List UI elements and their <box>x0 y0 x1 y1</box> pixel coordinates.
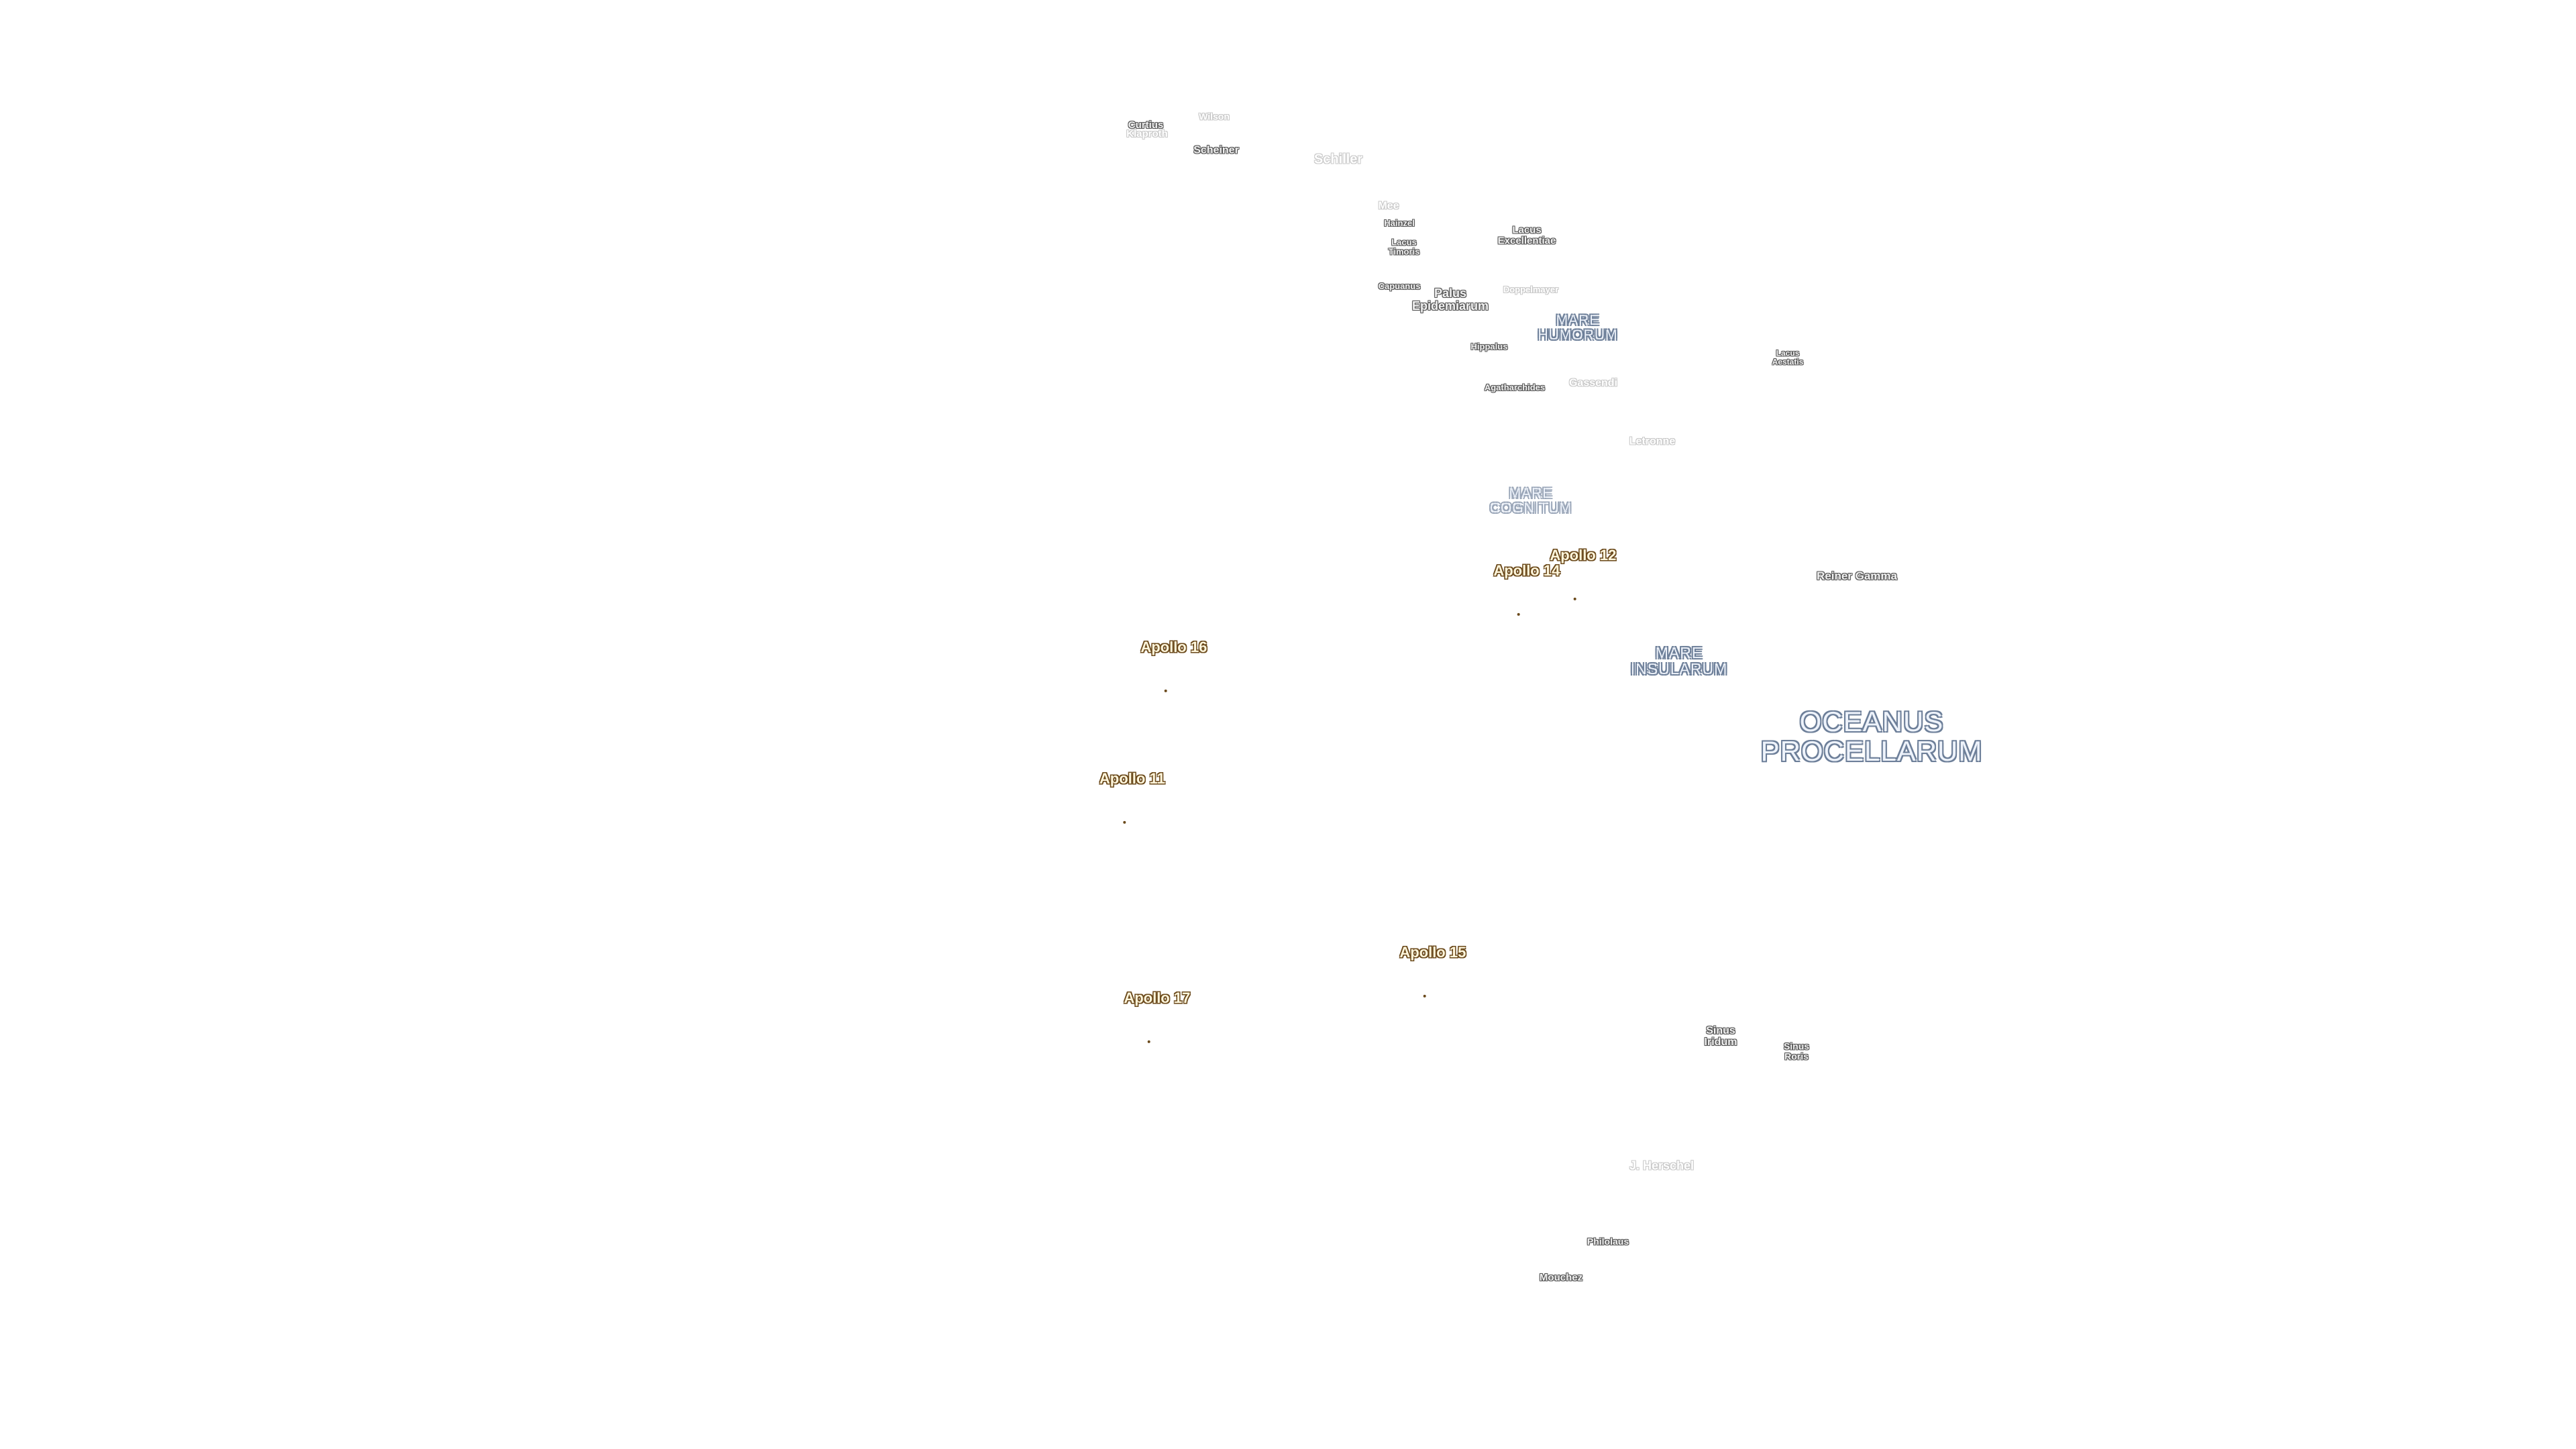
apollo-17-text: Apollo 17 <box>1124 989 1191 1006</box>
apollo-12-marker <box>1574 598 1576 601</box>
label-lacus-aestatis[interactable]: Lacus Aestatis <box>1772 348 1804 366</box>
label-hippalus[interactable]: Hippalus <box>1470 341 1508 352</box>
apollo-11-marker <box>1123 821 1126 824</box>
apollo-14-text: Apollo 14 <box>1493 561 1560 579</box>
label-gassendi[interactable]: Gassendi <box>1568 377 1618 389</box>
label-curtius[interactable]: Curtius <box>1128 119 1164 131</box>
apollo-12-text: Apollo 12 <box>1550 546 1617 564</box>
label-hainzel[interactable]: Hainzel <box>1384 218 1415 229</box>
label-apollo-11[interactable]: Apollo 11 <box>1083 755 1165 824</box>
label-apollo-15[interactable]: Apollo 15 <box>1384 929 1466 998</box>
label-wilson[interactable]: Wilson <box>1199 111 1230 122</box>
label-mee[interactable]: Mee <box>1378 200 1399 212</box>
label-capuanus[interactable]: Capuanus <box>1378 281 1421 292</box>
label-scheiner[interactable]: Scheiner <box>1193 144 1239 156</box>
label-sinus-iridum[interactable]: Sinus Iridum <box>1704 1025 1737 1048</box>
label-palus-epidemiarum[interactable]: Palus Epidemiarum <box>1411 286 1489 313</box>
label-letronne[interactable]: Letronne <box>1629 435 1676 447</box>
apollo-15-text: Apollo 15 <box>1399 943 1466 961</box>
label-apollo-16[interactable]: Apollo 16 <box>1125 624 1208 693</box>
label-apollo-17[interactable]: Apollo 17 <box>1108 975 1191 1044</box>
label-lacus-excellentiae[interactable]: Lacus Excellentiae <box>1497 224 1556 246</box>
label-agatharchides[interactable]: Agatharchides <box>1484 382 1546 393</box>
apollo-14-marker <box>1517 613 1520 616</box>
label-lacus-timoris[interactable]: Lacus Timoris <box>1388 237 1420 256</box>
label-reiner-gamma[interactable]: Reiner Gamma <box>1817 570 1897 583</box>
apollo-17-marker <box>1148 1040 1150 1044</box>
apollo-16-marker <box>1165 690 1167 693</box>
apollo-16-text: Apollo 16 <box>1140 638 1208 655</box>
label-schiller[interactable]: Schiller <box>1313 152 1363 167</box>
label-oceanus-procellarum[interactable]: OCEANUS PROCELLARUM <box>1760 705 1983 767</box>
label-klaproth[interactable]: Klaproth <box>1126 128 1168 140</box>
label-sinus-roris[interactable]: Sinus Roris <box>1783 1040 1810 1061</box>
label-philolaus[interactable]: Philolaus <box>1587 1236 1629 1247</box>
label-apollo-12[interactable]: Apollo 12 <box>1534 532 1617 601</box>
apollo-15-marker <box>1424 995 1426 998</box>
label-mouchez[interactable]: Mouchez <box>1539 1272 1583 1284</box>
apollo-11-text: Apollo 11 <box>1099 769 1165 787</box>
label-mare-cognitum[interactable]: MARE COGNITUM <box>1489 485 1572 516</box>
label-mare-humorum[interactable]: MARE HUMORUM <box>1538 312 1618 343</box>
label-apollo-14[interactable]: Apollo 14 <box>1478 547 1560 616</box>
label-j-herschel[interactable]: J. Herschel <box>1629 1159 1695 1173</box>
label-mare-insularum[interactable]: MARE INSULARUM <box>1630 643 1728 678</box>
label-doppelmayer[interactable]: Doppelmayer <box>1503 284 1559 295</box>
